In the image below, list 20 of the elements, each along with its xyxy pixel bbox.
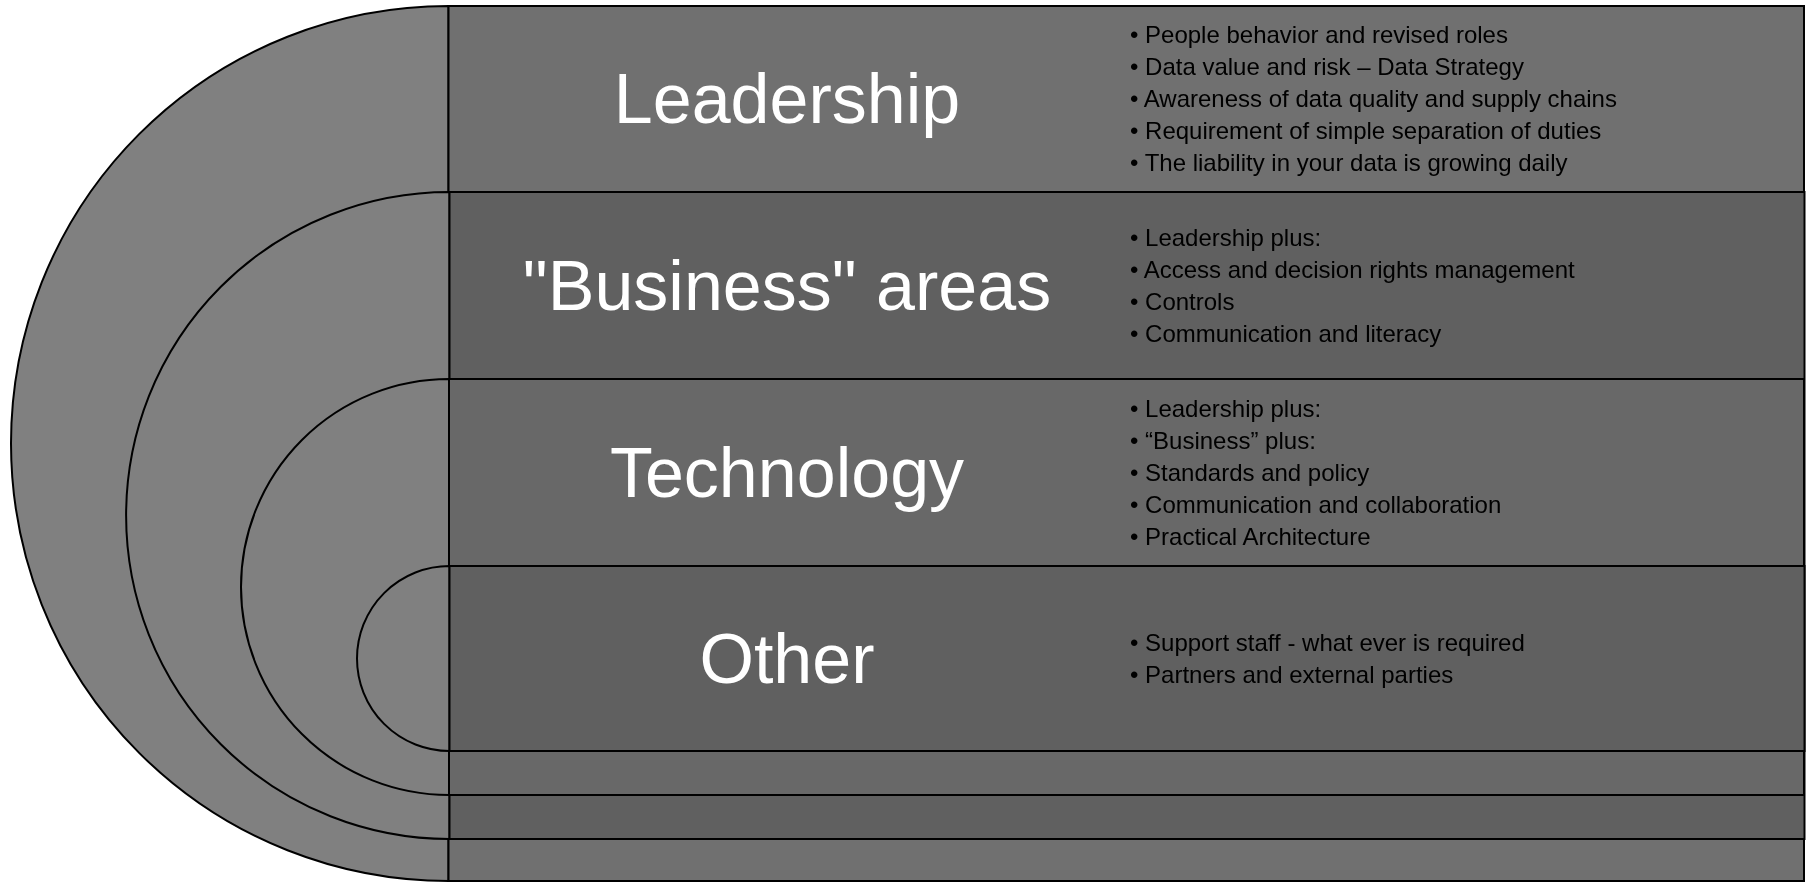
bullet-item: • People behavior and revised roles	[1130, 20, 1509, 50]
bullet-item: • “Business” plus:	[1130, 425, 1317, 456]
bullet-item: • The liability in your data is growing daily	[1130, 148, 1569, 178]
bullet-item: • Standards and policy	[1130, 457, 1371, 488]
layer-title: Other	[699, 620, 875, 697]
bullet-item: • Leadership plus:	[1130, 393, 1323, 424]
bullet-item: • Controls	[1130, 286, 1236, 317]
bullet-item: • Partners and external parties	[1130, 659, 1455, 690]
bullet-item: • Awareness of data quality and supply chains	[1130, 84, 1617, 114]
bullet-item: • Support staff - what ever is required	[1130, 627, 1525, 658]
bullet-item: • Requirement of simple separation of duties	[1130, 116, 1603, 146]
bullet-item: • Leadership plus:	[1130, 222, 1323, 253]
bullet-item: • Access and decision rights management	[1130, 254, 1575, 285]
bullet-item: • Communication and collaboration	[1130, 489, 1502, 520]
bullet-item: • Practical Architecture	[1130, 521, 1372, 552]
layer-title: Leadership	[613, 60, 961, 138]
bullet-item: • Data value and risk – Data Strategy	[1130, 52, 1525, 82]
layer-title: Technology	[609, 434, 965, 511]
layer-title: "Business" areas	[522, 247, 1052, 324]
bullet-item: • Communication and literacy	[1130, 318, 1443, 349]
